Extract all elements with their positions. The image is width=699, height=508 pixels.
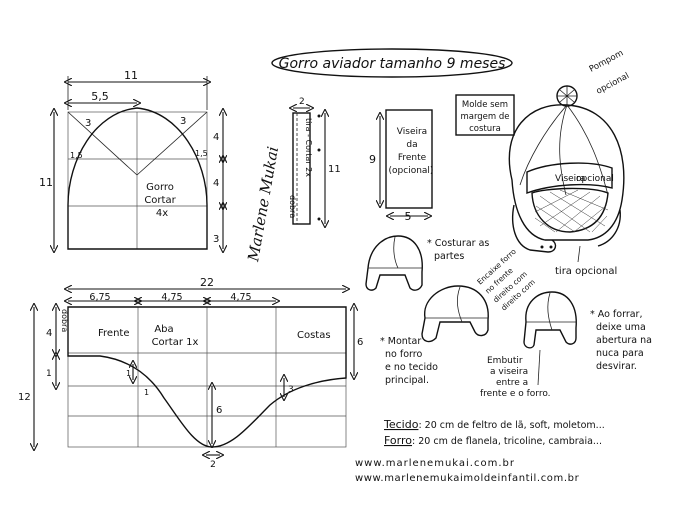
step-sew-1: * Costurar as — [427, 238, 489, 249]
fabric-label: Tecido — [383, 418, 419, 431]
side-label-front: Frente — [98, 328, 129, 339]
side-fold: dobra — [60, 309, 69, 332]
strap-piece: 2 dobra tira - Cortar 2x 11 — [288, 97, 341, 224]
hat-visor-label-2: opcional — [576, 174, 614, 184]
website-2: www.marlenemukaimoldeinfantil.com.br — [355, 473, 580, 484]
side-dim-right-inner: 3 — [288, 385, 294, 395]
step-assemble-3: e no tecido — [385, 362, 438, 373]
hat-visor-label: Viseira — [555, 174, 585, 184]
lining-text: : 20 cm de flanela, tricoline, cambraia.… — [412, 436, 602, 447]
side-dim-curve-small: 1 — [126, 369, 131, 378]
step-lining-4: nuca para — [596, 348, 644, 359]
pompom-label-1: Pompom — [588, 48, 626, 74]
visor-label-2: da — [406, 140, 417, 150]
strap-fold: dobra — [288, 195, 297, 218]
lining-line: Forro: 20 cm de flanela, tricoline, camb… — [384, 434, 602, 447]
note-box: Molde sem margem de costura — [455, 94, 515, 136]
side-dim-bottom: 2 — [210, 460, 216, 470]
lining-label: Forro — [384, 434, 412, 447]
crown-dim-width: 11 — [124, 69, 138, 82]
signature-text: Marlene Mukai — [244, 145, 282, 264]
step-assemble-2: no forro — [385, 349, 422, 360]
crown-dim-right-mid: 4 — [213, 178, 219, 189]
crown-dim-diag-left: 3 — [85, 118, 91, 129]
side-dim-left-bottom: 12 — [18, 392, 31, 403]
side-piece: 22 6,75 4,75 4,75 dobra Frente Aba Corta… — [18, 276, 363, 470]
finished-hat: Pompom opcional Viseira opcional tira op… — [508, 48, 631, 277]
visor-label-3: Frente — [398, 153, 427, 163]
side-dim-left-small: 1 — [46, 369, 52, 379]
step-embed-3: entre a — [496, 378, 528, 388]
crown-piece: 11 5,5 3 3 1,5 1,5 11 4 4 3 Gorro Cortar… — [39, 69, 223, 249]
side-dim-c: 4,75 — [230, 292, 251, 303]
step-lining-5: desvirar. — [596, 361, 637, 372]
side-label-flap-1: Aba — [154, 324, 173, 335]
crown-label-1: Gorro — [146, 182, 174, 193]
websites: www.marlenemukai.com.br www.marlenemukai… — [355, 458, 580, 484]
step-assemble: * Montar no forro e no tecido principal. — [380, 336, 438, 386]
note-line-2: margem de — [460, 112, 509, 122]
strap-dim-height: 11 — [328, 164, 341, 175]
fabric-text: : 20 cm de feltro de lã, soft, moletom..… — [418, 420, 604, 431]
side-label-back: Costas — [297, 330, 331, 341]
step-sew-2: partes — [434, 251, 464, 262]
title-frame — [271, 48, 513, 78]
title-group: Gorro aviador tamanho 9 meses — [271, 48, 513, 78]
visor-dim-width: 5 — [405, 210, 412, 223]
materials: Tecido: 20 cm de feltro de lã, soft, mol… — [383, 418, 605, 447]
step-assemble-1: * Montar — [380, 336, 421, 347]
crown-dim-small-right: 1,5 — [195, 149, 208, 158]
crown-dim-half: 5,5 — [91, 90, 109, 103]
step-assemble-4: principal. — [385, 375, 429, 386]
step-embed-4: frente e o forro. — [480, 389, 551, 399]
step-embed-1: Embutir — [487, 356, 523, 366]
website-1: www.marlenemukai.com.br — [355, 458, 515, 469]
step-embed-2: a viseira — [490, 367, 528, 377]
crown-dim-small-left: 1,5 — [70, 151, 83, 160]
side-dim-a: 6,75 — [89, 292, 110, 303]
step-lining: * Ao forrar, deixe uma abertura na nuca … — [590, 309, 652, 372]
step-sew: * Costurar as partes — [365, 235, 489, 291]
side-dim-total: 22 — [200, 276, 214, 289]
step-embed: Embutir a viseira entre a frente e o for… — [480, 291, 577, 399]
side-dim-curve-small-2: 1 — [144, 388, 149, 397]
crown-dim-right-bottom: 3 — [213, 234, 219, 245]
crown-label-2: Cortar — [144, 195, 176, 206]
signature: Marlene Mukai — [244, 145, 282, 264]
side-label-flap-2: Cortar 1x — [152, 337, 199, 348]
crown-label-3: 4x — [156, 208, 168, 219]
visor-dim-height: 9 — [369, 153, 376, 166]
side-dim-center-drop: 6 — [216, 405, 222, 416]
crown-dim-height: 11 — [39, 176, 53, 189]
visor-piece: Viseira da Frente (opcional) 9 5 — [369, 109, 434, 223]
visor-label-4: (opcional) — [389, 166, 434, 176]
side-dim-b: 4,75 — [161, 292, 182, 303]
step-lining-2: deixe uma — [596, 322, 646, 333]
pompom-label-2: opcional — [595, 71, 631, 97]
step-lining-1: * Ao forrar, — [590, 309, 642, 320]
visor-label-1: Viseira — [397, 127, 427, 137]
side-dim-right: 6 — [357, 337, 363, 348]
fabric-line: Tecido: 20 cm de feltro de lã, soft, mol… — [383, 418, 605, 431]
crown-dim-right-top: 4 — [213, 132, 219, 143]
strap-dim-width: 2 — [299, 97, 305, 107]
hat-strap-label: tira opcional — [555, 266, 617, 277]
note-line-3: costura — [469, 124, 501, 134]
crown-dim-diag-right: 3 — [180, 116, 186, 127]
strap-label: tira - Cortar 2x — [304, 118, 313, 177]
page-title: Gorro aviador tamanho 9 meses — [279, 56, 506, 72]
side-dim-left-top: 4 — [46, 328, 52, 339]
note-line-1: Molde sem — [462, 100, 508, 110]
step-lining-3: abertura na — [596, 335, 652, 346]
